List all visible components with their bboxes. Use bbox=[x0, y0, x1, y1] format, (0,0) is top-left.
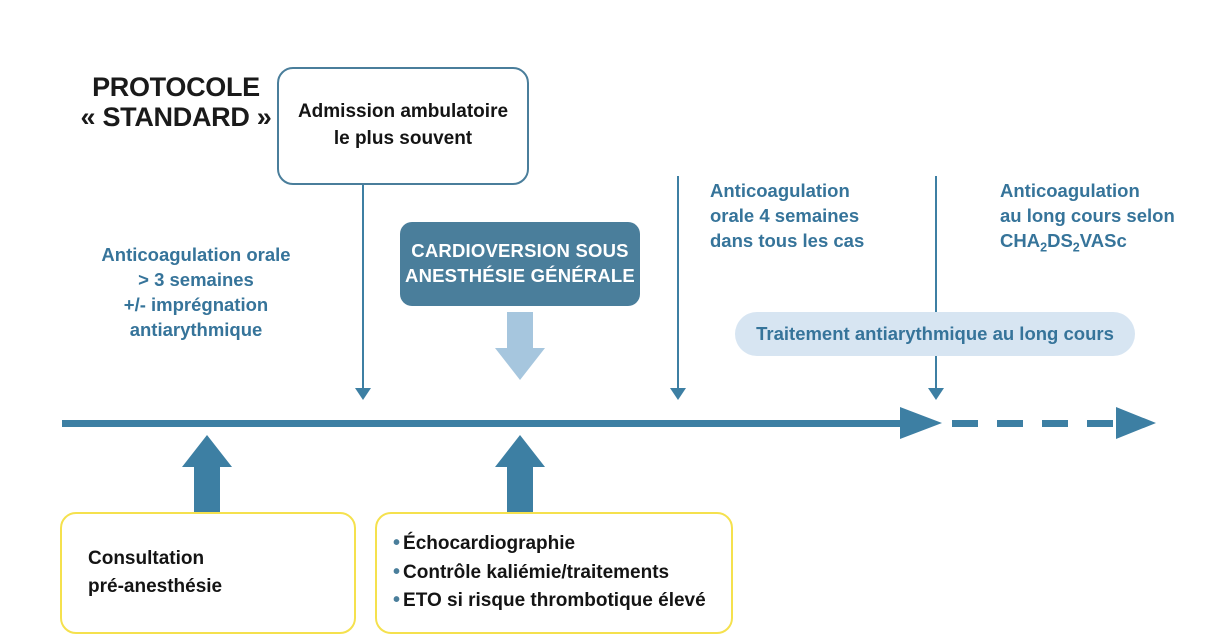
timeline-arrowhead-end bbox=[1116, 407, 1156, 439]
checklist-up-arrow-head bbox=[495, 435, 545, 467]
checklist-up-arrow-shaft bbox=[507, 467, 533, 512]
consultation-box: Consultation pré-anesthésie bbox=[60, 512, 356, 634]
checklist-item-label: ETO si risque thrombotique élevé bbox=[403, 590, 706, 612]
left-anticoagulation-line-2: > 3 semaines bbox=[138, 268, 254, 290]
treatment-pill-label: Traitement antiarythmique au long cours bbox=[756, 323, 1114, 344]
connector-longterm-line bbox=[935, 176, 937, 388]
longterm-anticoagulation-line-2: au long cours selon bbox=[1000, 204, 1175, 226]
post-anticoagulation-line-1: Anticoagulation bbox=[710, 180, 850, 201]
consultation-line-2: pré-anesthésie bbox=[88, 576, 223, 597]
list-item: •ETO si risque thrombotique élevé bbox=[393, 587, 706, 616]
post-anticoagulation-label: Anticoagulation orale 4 semaines dans to… bbox=[710, 179, 896, 254]
connector-admission-line bbox=[362, 185, 364, 388]
score-subscript-1: 2 bbox=[1040, 240, 1048, 255]
score-prefix: CHA bbox=[1000, 229, 1041, 251]
cardioversion-box: CARDIOVERSION SOUS ANESTHÉSIE GÉNÉRALE bbox=[400, 222, 640, 306]
score-subscript-2: 2 bbox=[1072, 240, 1080, 255]
longterm-anticoagulation-line-1: Anticoagulation bbox=[1000, 180, 1140, 201]
cardioversion-down-arrow-head bbox=[495, 348, 545, 380]
checklist-item-label: Contrôle kaliémie/traitements bbox=[403, 561, 670, 583]
connector-longterm-arrowhead bbox=[928, 388, 944, 400]
bullet-icon: • bbox=[393, 560, 401, 583]
left-anticoagulation-line-1: Anticoagulation orale bbox=[101, 244, 291, 265]
bullet-icon: • bbox=[393, 531, 401, 554]
page-title-line-1: PROTOCOLE bbox=[92, 72, 260, 102]
left-anticoagulation-line-3: +/- imprégnation bbox=[123, 293, 269, 315]
checklist-list: •Échocardiographie •Contrôle kaliémie/tr… bbox=[377, 530, 706, 617]
list-item: •Contrôle kaliémie/traitements bbox=[393, 559, 706, 588]
consultation-line-1: Consultation bbox=[88, 548, 205, 570]
bullet-icon: • bbox=[393, 589, 401, 612]
checklist-item-label: Échocardiographie bbox=[403, 532, 576, 554]
cardioversion-down-arrow-shaft bbox=[507, 312, 533, 348]
admission-line-2: le plus souvent bbox=[333, 128, 473, 149]
post-anticoagulation-line-3: dans tous les cas bbox=[710, 229, 865, 251]
cardioversion-line-2: ANESTHÉSIE GÉNÉRALE bbox=[405, 265, 635, 286]
treatment-pill: Traitement antiarythmique au long cours bbox=[735, 312, 1135, 356]
checklist-box: •Échocardiographie •Contrôle kaliémie/tr… bbox=[375, 512, 733, 634]
page-title: PROTOCOLE « STANDARD » bbox=[56, 72, 296, 132]
score-suffix: VASc bbox=[1079, 229, 1127, 251]
admission-line-1: Admission ambulatoire bbox=[297, 101, 509, 123]
connector-post-anticoagulation-line bbox=[677, 176, 679, 388]
connector-post-anticoagulation-arrowhead bbox=[670, 388, 686, 400]
consultation-up-arrow-shaft bbox=[194, 467, 220, 512]
admission-box: Admission ambulatoire le plus souvent bbox=[277, 67, 529, 185]
score-mid: DS bbox=[1047, 229, 1073, 251]
timeline-dashed-segment bbox=[952, 420, 1122, 427]
connector-admission-arrowhead bbox=[355, 388, 371, 400]
consultation-up-arrow-head bbox=[182, 435, 232, 467]
post-anticoagulation-line-2: orale 4 semaines bbox=[710, 204, 860, 226]
cardioversion-line-1: CARDIOVERSION SOUS bbox=[411, 240, 629, 262]
page-title-line-2: « STANDARD » bbox=[80, 102, 272, 133]
list-item: •Échocardiographie bbox=[393, 530, 706, 559]
left-anticoagulation-label: Anticoagulation orale > 3 semaines +/- i… bbox=[78, 243, 314, 343]
left-anticoagulation-line-4: antiarythmique bbox=[129, 318, 263, 340]
timeline-arrowhead-mid bbox=[900, 407, 942, 439]
cha2ds2vasc-score-label: CHA2DS2VASc bbox=[1000, 229, 1180, 257]
longterm-anticoagulation-label: Anticoagulation au long cours selon CHA2… bbox=[1000, 179, 1180, 257]
timeline-bar bbox=[62, 420, 922, 427]
